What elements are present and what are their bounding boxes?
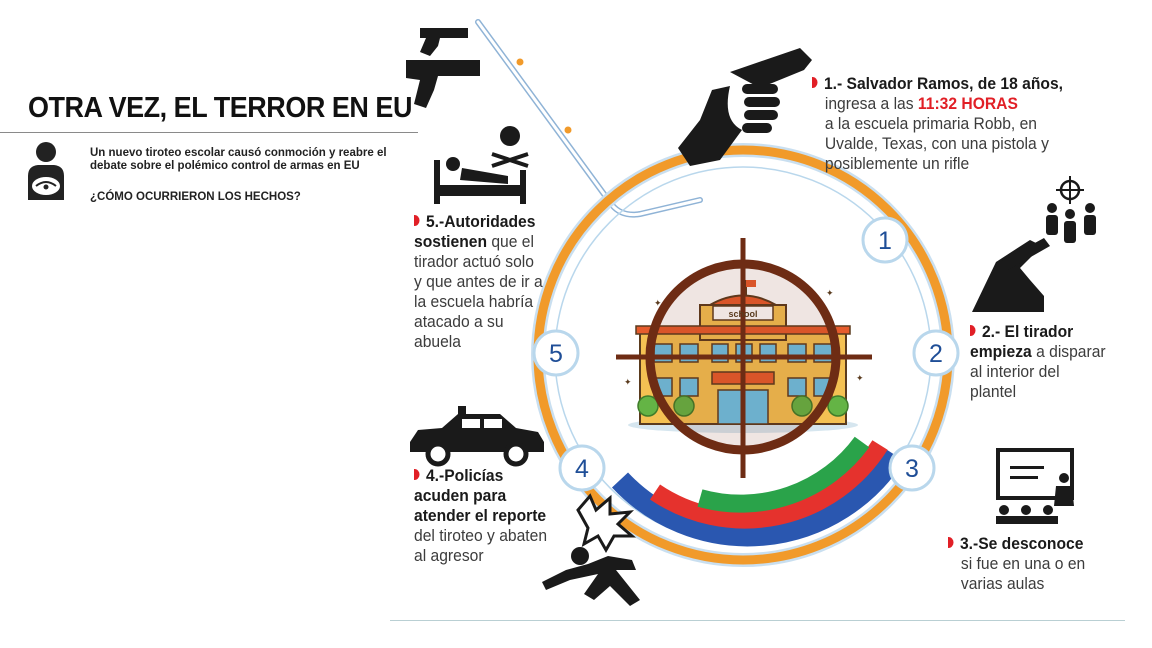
step-4-marker [414,469,420,480]
handguns-icon [406,28,480,108]
step-1-body: a la escuela primaria Robb, en Uvalde, T… [824,114,1049,173]
node-2-label: 2 [929,340,943,368]
red-arc [649,440,888,529]
bottom-rule [390,620,1125,621]
step-1-marker [812,77,818,88]
step-2-body: a disparar al interior del plantel [970,342,1106,401]
subtitle: Un nuevo tiroteo escolar causó conmoción… [90,147,387,172]
node-5 [532,329,580,377]
svg-text:✦: ✦ [826,288,834,298]
reader-icon [28,142,64,200]
hand-pistol-icon [678,48,812,166]
node-3-label: 3 [905,455,919,483]
step-5: 5.-Autoridades sostienen que el tirador … [414,212,543,352]
step-1-time: 11:32 HORAS [917,94,1018,113]
node-5-label: 5 [549,340,563,368]
title-divider [0,132,418,133]
svg-text:✦: ✦ [856,373,864,383]
node-2 [912,329,960,377]
green-arc [697,436,870,513]
step-3: 3.-Se desconoce si fue en una o en varia… [948,534,1109,594]
police-car-icon [410,406,544,467]
shooting-hand-icon [972,238,1050,312]
crosshair-people-icon [1046,176,1096,243]
step-2: 2.- El tirador empieza a disparar al int… [970,322,1108,402]
section-question: ¿CÓMO OCURRIERON LOS HECHOS? [90,191,301,203]
crosshair-icon [616,238,872,478]
step-5-lead: 5.-Autoridades sostienen [414,212,536,251]
step-5-marker [414,215,420,226]
blue-arc [611,449,905,547]
svg-text:✦: ✦ [624,377,632,387]
svg-text:✦: ✦ [654,298,662,308]
step-2-lead: 2.- El tirador empieza [970,322,1074,361]
node-1-label: 1 [878,227,892,255]
step-1: 1.- Salvador Ramos, de 18 años, ingresa … [812,74,1093,174]
step-1-lead: 1.- Salvador Ramos, de 18 años, [823,74,1064,93]
step-3-lead: 3.-Se desconoce [959,534,1084,553]
step-4: 4.-Policías acuden para atender el repor… [414,466,552,566]
step-4-lead: 4.-Policías acuden para atender el repor… [414,466,547,525]
school-sign: school [728,309,757,319]
falling-person-icon [542,493,640,606]
step-3-marker [948,537,954,548]
bed-skull-icon [434,126,529,204]
page-title: OTRA VEZ, EL TERROR EN EU [28,92,412,124]
step-5-body: que el tirador actuó solo y que antes de… [414,232,543,351]
step-3-body: si fue en una o en varias aulas [960,554,1086,593]
step-2-marker [970,325,976,336]
node-4 [558,444,606,492]
step-4-body: del tiroteo y abaten al agresor [414,526,548,565]
classroom-icon [996,448,1074,524]
node-3 [888,444,936,492]
node-1 [861,216,909,264]
node-4-label: 4 [575,455,589,483]
step-1-pre: ingresa a las [824,94,918,113]
